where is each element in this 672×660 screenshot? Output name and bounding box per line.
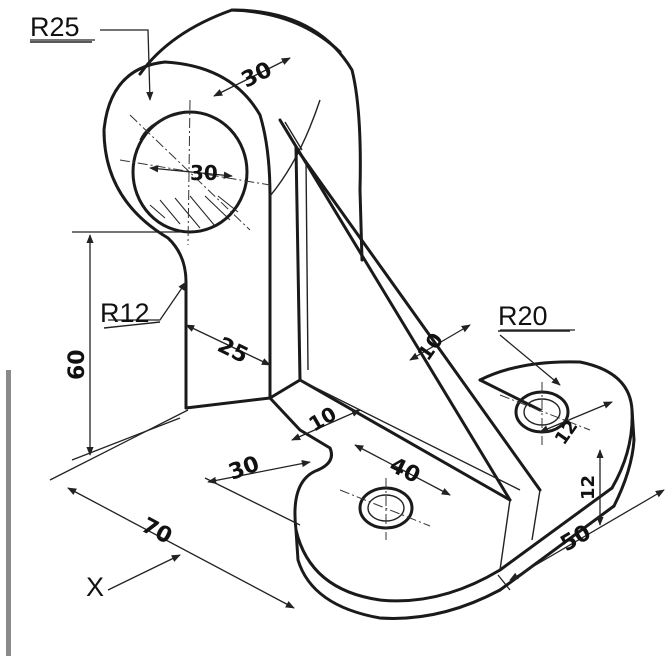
label-10-rib: 10 <box>412 328 448 365</box>
label-x-axis: X <box>86 572 104 602</box>
rib <box>278 118 542 502</box>
label-r20: R20 <box>498 301 548 331</box>
left-margin-bar <box>6 370 11 656</box>
label-25: 25 <box>213 333 251 369</box>
label-30-hole: 30 <box>190 161 218 185</box>
label-70: 70 <box>137 513 176 549</box>
base-hole-left <box>339 478 431 540</box>
label-r12: R12 <box>100 298 150 328</box>
label-40: 40 <box>385 453 423 489</box>
label-30-top: 30 <box>238 57 276 93</box>
label-60: 60 <box>65 349 90 380</box>
label-30-base: 30 <box>226 452 263 486</box>
label-12-thickness: 12 <box>578 475 599 500</box>
base-plate <box>184 360 636 620</box>
label-r25: R25 <box>30 12 80 42</box>
dimension-lines <box>30 29 665 609</box>
label-10-base: 10 <box>305 402 341 437</box>
